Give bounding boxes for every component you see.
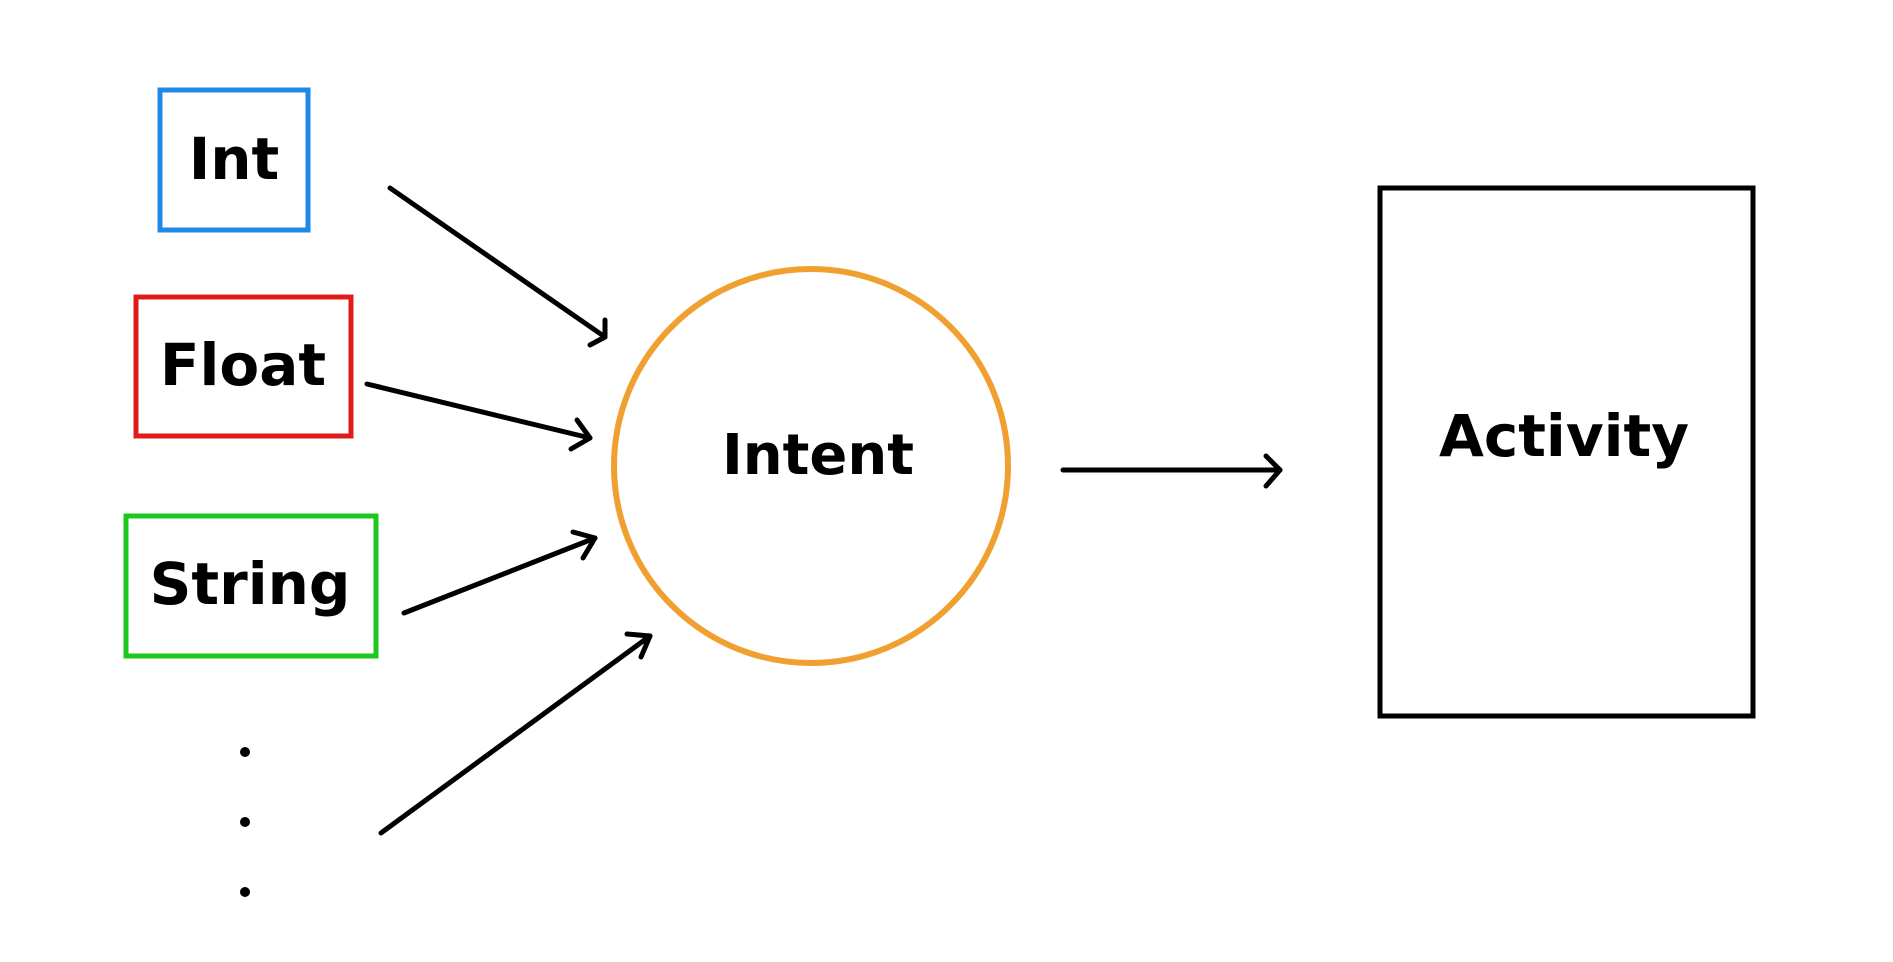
input-node-string: String — [123, 513, 379, 659]
float-box — [133, 294, 354, 439]
ellipsis-dot — [240, 887, 250, 897]
int-label: Int — [189, 125, 280, 193]
ellipsis-dot — [240, 747, 250, 757]
string-box — [123, 513, 379, 659]
float-label: Float — [160, 331, 326, 399]
input-node-float: Float — [133, 294, 354, 439]
ellipsis-dot — [240, 817, 250, 827]
intent-node: Intent — [611, 266, 1011, 666]
input-node-int: Int — [157, 87, 311, 233]
int-box — [157, 87, 311, 233]
arrow-more-to-intent — [378, 631, 653, 836]
arrow-string-to-intent — [401, 529, 598, 616]
more-inputs-ellipsis — [240, 747, 250, 897]
string-label: String — [150, 550, 351, 618]
intent-circle — [611, 266, 1011, 666]
arrow-int-to-intent — [387, 185, 608, 348]
intent-label: Intent — [722, 423, 914, 488]
arrow-intent-to-activity — [1060, 453, 1283, 489]
activity-box — [1377, 185, 1756, 719]
activity-node: Activity — [1377, 185, 1756, 719]
arrow-float-to-intent — [364, 381, 593, 452]
activity-label: Activity — [1439, 402, 1689, 470]
